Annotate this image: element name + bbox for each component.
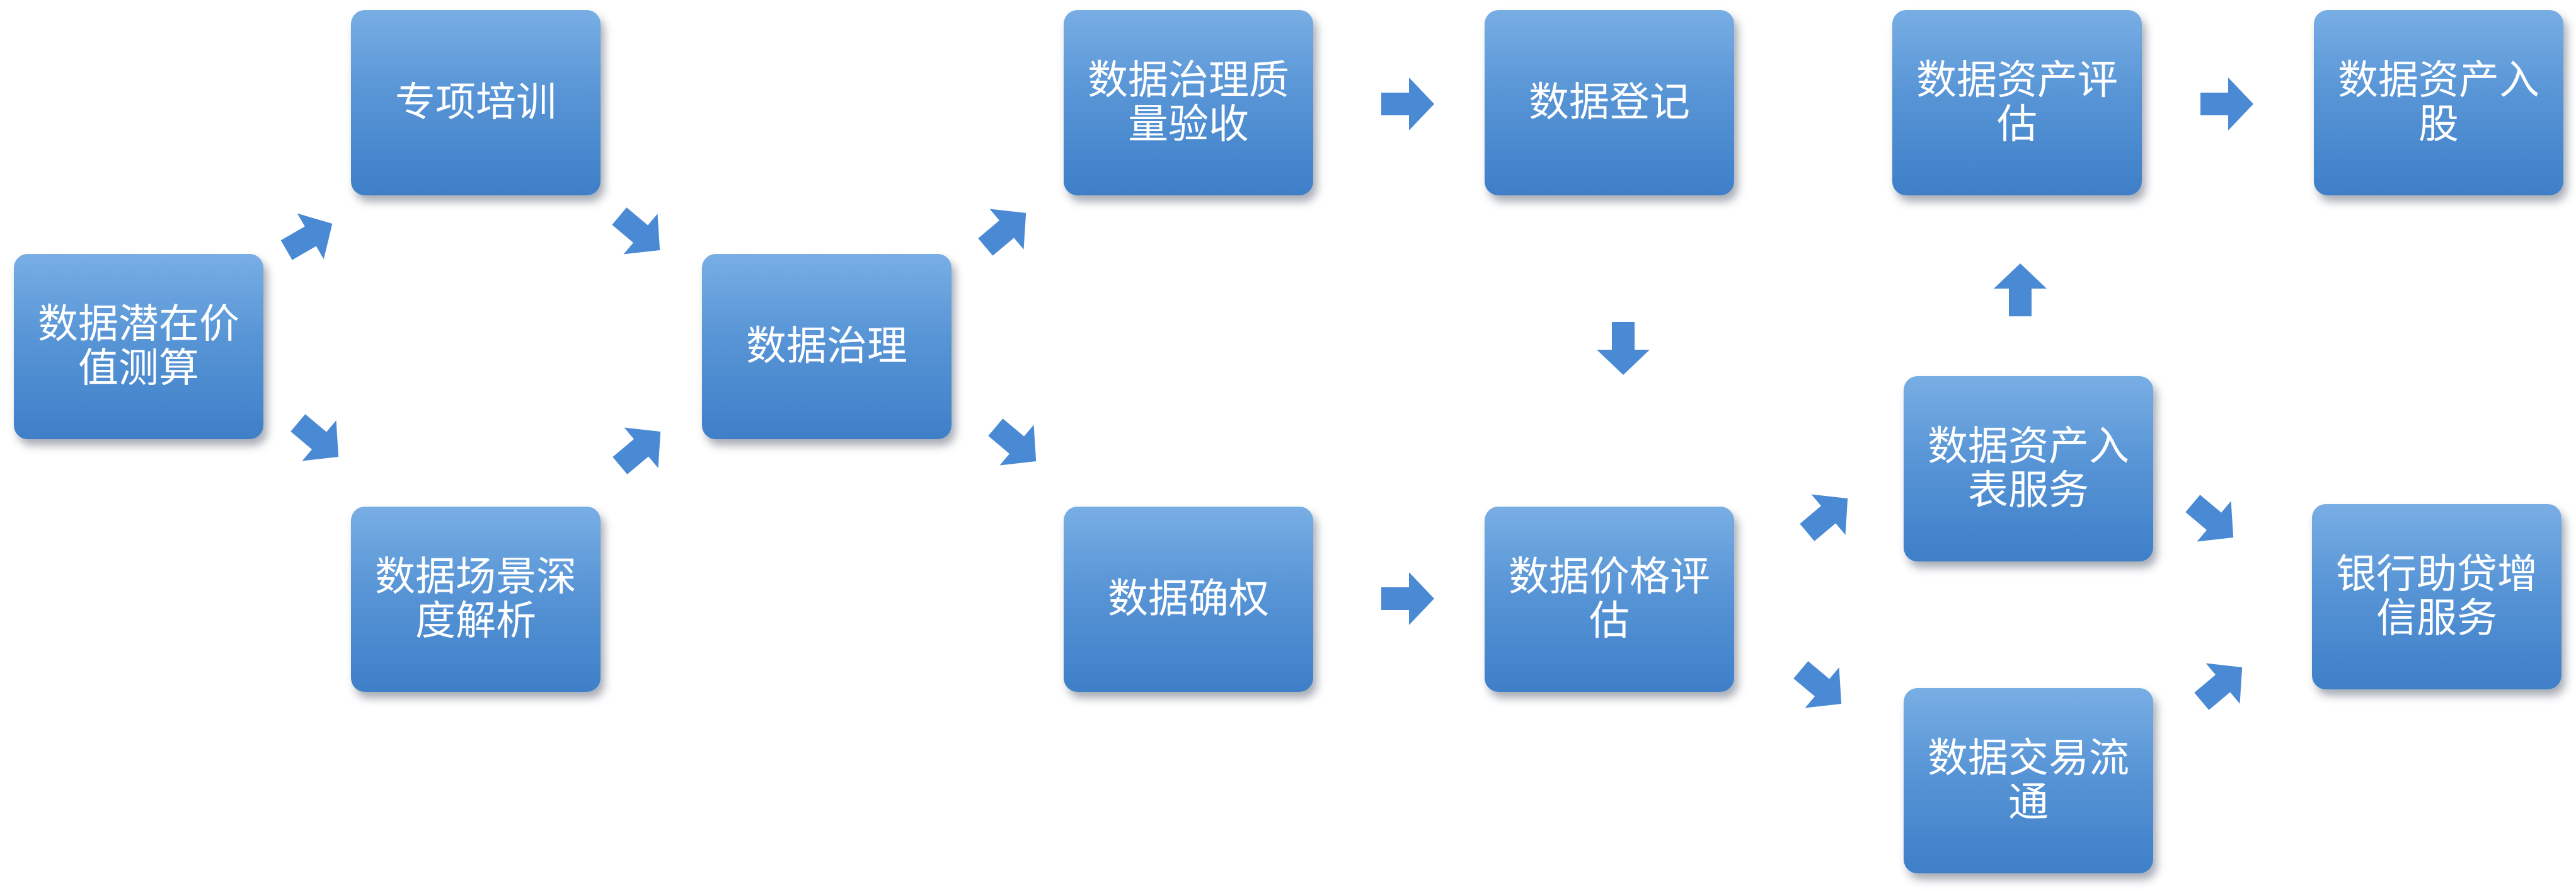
arrow-icon <box>962 186 1050 275</box>
node-label: 数据潜在价值测算 <box>38 301 239 392</box>
node-label: 数据资产入表服务 <box>1928 423 2129 514</box>
node-data-asset-equity: 数据资产入股 <box>2314 10 2563 195</box>
node-special-training: 专项培训 <box>351 10 601 195</box>
node-data-governance: 数据治理 <box>702 254 952 439</box>
node-data-asset-table-service: 数据资产入表服务 <box>1904 376 2153 561</box>
node-governance-quality-acceptance: 数据治理质量验收 <box>1064 10 1313 195</box>
arrow-icon <box>267 194 353 280</box>
arrow-icon <box>595 189 684 278</box>
arrow-icon <box>1989 258 2052 321</box>
node-bank-loan-credit-service: 银行助贷增信服务 <box>2312 504 2562 689</box>
arrow-icon <box>1783 471 1872 560</box>
arrow-icon <box>596 405 685 493</box>
node-data-price-evaluation: 数据价格评估 <box>1485 507 1734 692</box>
arrow-icon <box>2169 476 2258 565</box>
arrow-icon <box>2195 72 2258 135</box>
node-data-registration: 数据登记 <box>1485 10 1734 195</box>
node-data-trade-circulation: 数据交易流通 <box>1904 688 2153 873</box>
node-label: 数据治理质量验收 <box>1088 57 1289 148</box>
node-label: 数据交易流通 <box>1928 735 2129 826</box>
node-label: 银行助贷增信服务 <box>2336 551 2538 642</box>
node-label: 专项培训 <box>395 79 556 126</box>
arrow-icon <box>1592 317 1655 380</box>
node-data-asset-evaluation: 数据资产评估 <box>1892 10 2142 195</box>
arrow-icon <box>1376 567 1439 630</box>
arrow-icon <box>274 396 363 485</box>
node-label: 数据治理 <box>746 323 907 370</box>
node-label: 数据价格评估 <box>1509 554 1710 645</box>
node-label: 数据确权 <box>1108 576 1269 623</box>
node-data-rights-confirmation: 数据确权 <box>1064 507 1313 692</box>
node-label: 数据场景深度解析 <box>375 554 577 645</box>
arrow-icon <box>1777 643 1866 732</box>
arrow-icon <box>2178 640 2267 729</box>
arrow-icon <box>972 400 1061 489</box>
node-scenario-analysis: 数据场景深度解析 <box>351 507 601 692</box>
node-label: 数据登记 <box>1529 79 1690 126</box>
node-label: 数据资产评估 <box>1916 57 2118 148</box>
node-data-potential-value: 数据潜在价值测算 <box>14 254 263 439</box>
arrow-icon <box>1376 72 1439 135</box>
node-label: 数据资产入股 <box>2338 57 2539 148</box>
